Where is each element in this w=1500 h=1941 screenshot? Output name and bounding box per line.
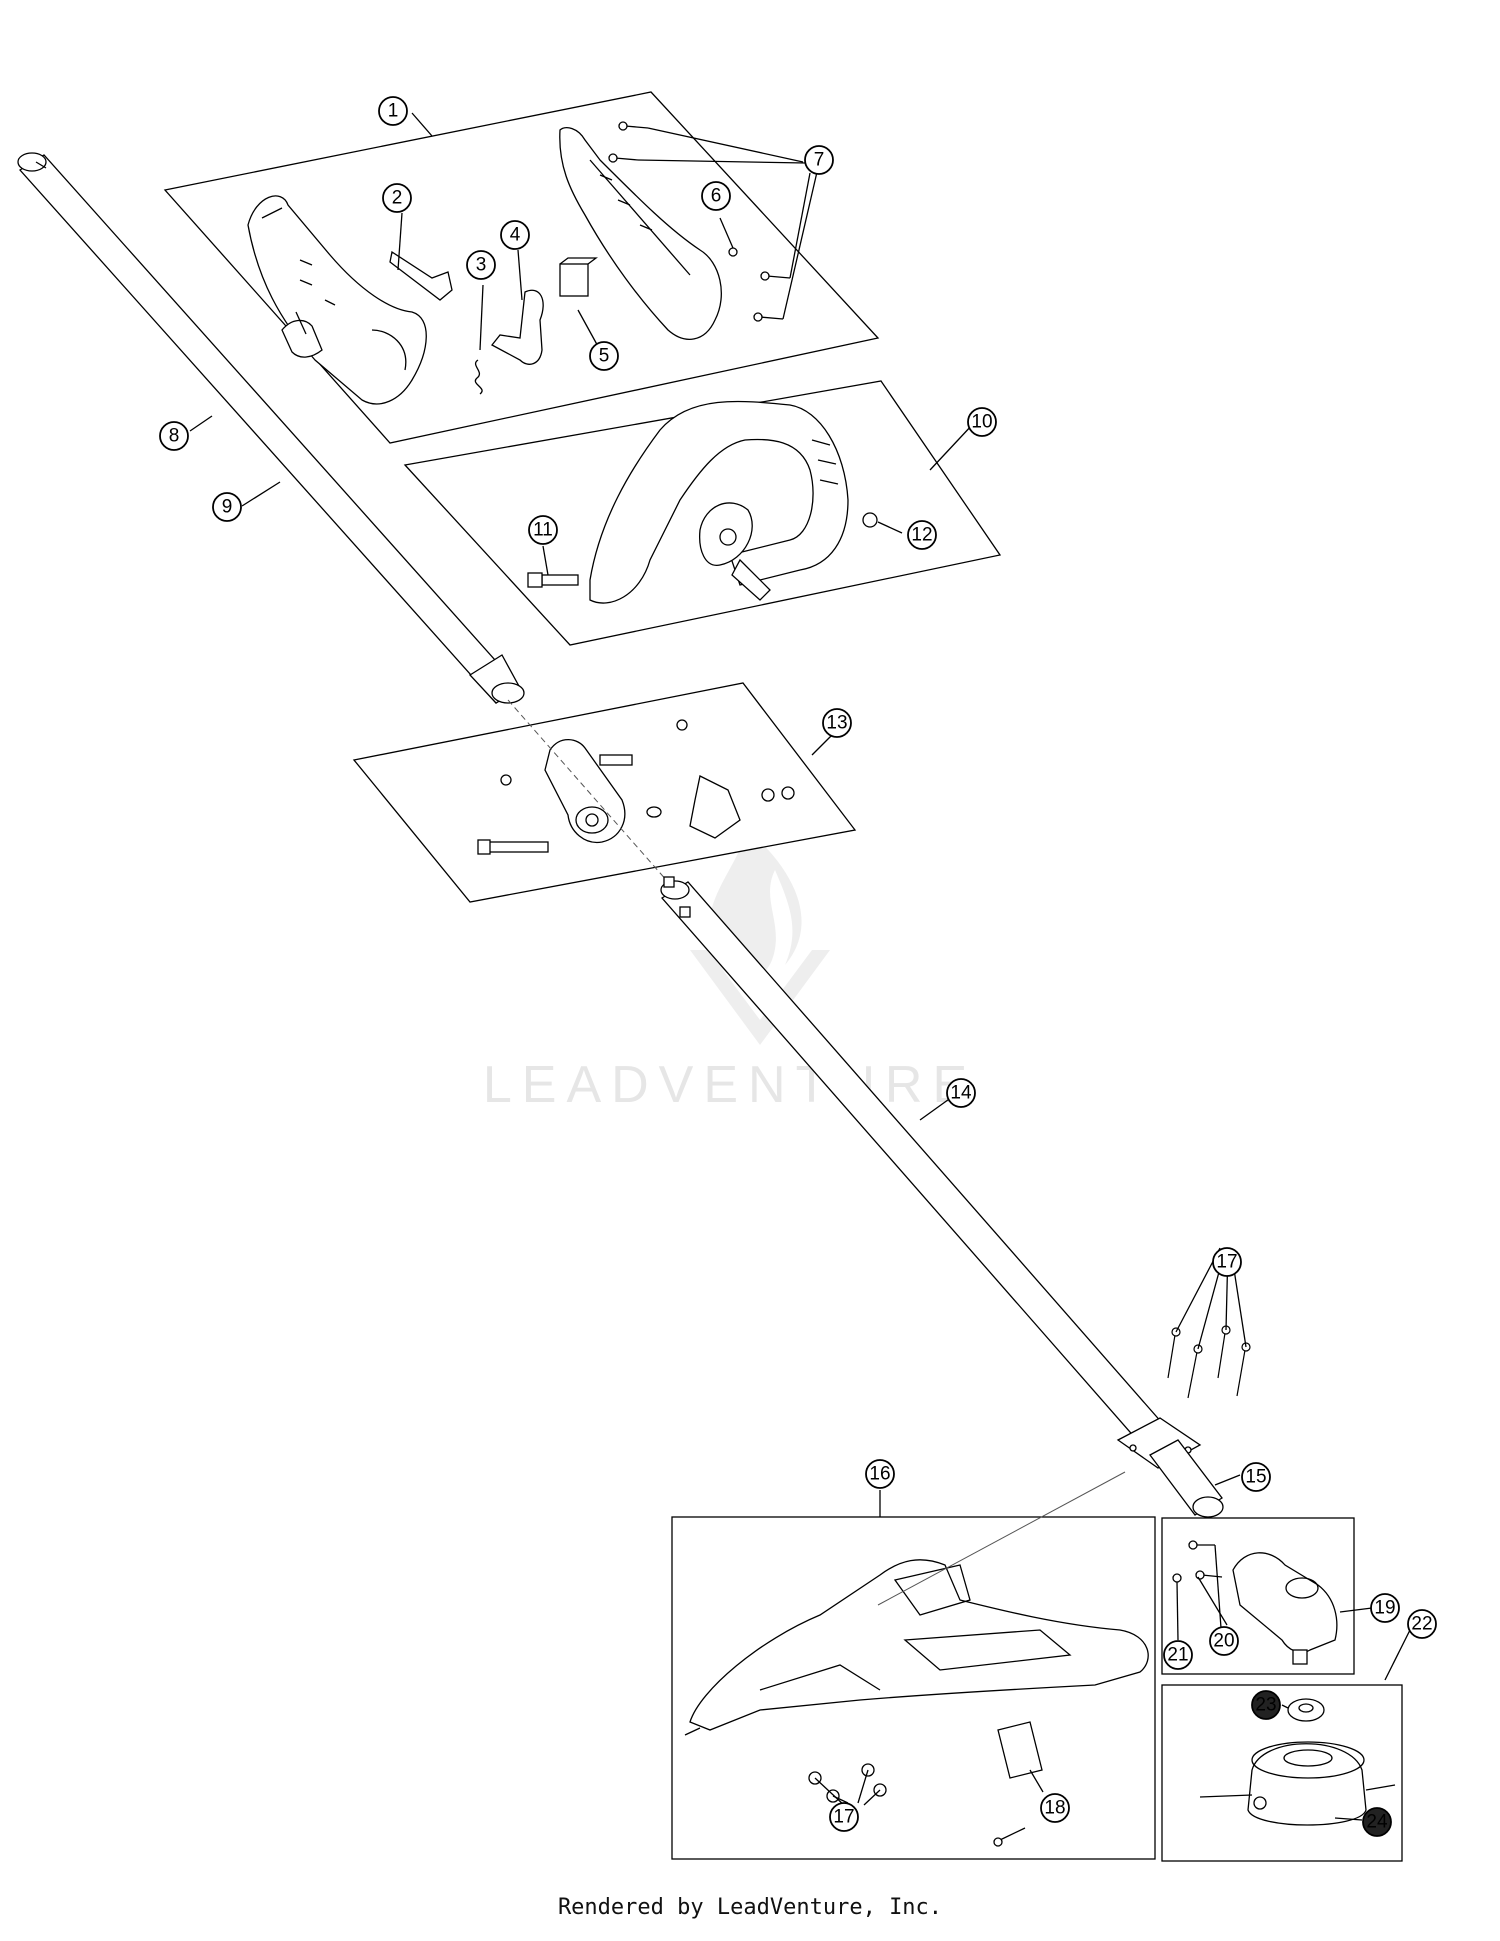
watermark-text: LEADVENTURE [482, 1056, 978, 1114]
svg-text:18: 18 [1044, 1798, 1065, 1819]
lower-shaft [660, 876, 1224, 1518]
svg-text:16: 16 [869, 1464, 890, 1485]
callout-9: 9 [212, 492, 242, 522]
svg-text:3: 3 [476, 255, 487, 276]
callout-2: 2 [382, 183, 412, 213]
svg-text:23: 23 [1255, 1695, 1276, 1716]
svg-text:15: 15 [1245, 1467, 1266, 1488]
callout-6: 6 [701, 181, 731, 211]
callout-8: 8 [159, 421, 189, 451]
svg-text:2: 2 [392, 188, 403, 209]
callout-12: 12 [907, 520, 937, 550]
svg-text:10: 10 [971, 412, 992, 433]
svg-text:20: 20 [1213, 1631, 1234, 1652]
svg-text:14: 14 [950, 1083, 972, 1104]
callout-5: 5 [589, 341, 619, 371]
callout-13: 13 [822, 708, 852, 738]
callout-1: 1 [378, 96, 408, 126]
callout-15: 15 [1241, 1462, 1271, 1492]
svg-text:21: 21 [1167, 1645, 1188, 1666]
footer-credit: Rendered by LeadVenture, Inc. [557, 1895, 943, 1920]
callout-3: 3 [466, 250, 496, 280]
svg-text:6: 6 [711, 186, 722, 207]
callout-7: 7 [804, 145, 834, 175]
callout-4: 4 [500, 220, 530, 250]
svg-text:13: 13 [826, 713, 847, 734]
panel-shield [671, 1516, 1156, 1860]
shield-leader-line [877, 1471, 1126, 1606]
svg-text:24: 24 [1366, 1812, 1388, 1833]
panel-handle-housing [163, 91, 880, 444]
svg-text:7: 7 [814, 150, 825, 171]
svg-text:4: 4 [510, 225, 521, 246]
callout-10: 10 [967, 407, 997, 437]
panel-coupler [352, 682, 857, 903]
callout-14: 14 [946, 1078, 976, 1108]
svg-text:17: 17 [1216, 1252, 1237, 1273]
panel-j-handle [403, 380, 1002, 646]
panel-trimmer-head [1161, 1684, 1403, 1862]
callout-21: 21 [1163, 1640, 1193, 1670]
svg-text:17: 17 [833, 1807, 854, 1828]
callout-16: 16 [865, 1459, 895, 1489]
panel-gearhead [1161, 1517, 1355, 1675]
svg-text:19: 19 [1374, 1598, 1395, 1619]
callout-17-top: 17 [1212, 1247, 1242, 1277]
callout-19: 19 [1370, 1593, 1400, 1623]
callout-18: 18 [1040, 1793, 1070, 1823]
callout-20: 20 [1209, 1626, 1239, 1656]
screws-17-top [1167, 1325, 1251, 1399]
svg-text:22: 22 [1411, 1614, 1432, 1635]
callout-23: 23 [1251, 1690, 1281, 1720]
svg-text:5: 5 [599, 346, 610, 367]
upper-shaft [17, 152, 525, 704]
svg-text:12: 12 [911, 525, 932, 546]
callout-22: 22 [1407, 1609, 1437, 1639]
callout-24: 24 [1362, 1807, 1392, 1837]
callout-11: 11 [528, 515, 558, 545]
svg-text:8: 8 [169, 426, 180, 447]
svg-text:11: 11 [533, 520, 553, 541]
callout-17-bottom: 17 [829, 1802, 859, 1832]
svg-text:1: 1 [388, 101, 399, 122]
svg-text:9: 9 [222, 497, 233, 518]
